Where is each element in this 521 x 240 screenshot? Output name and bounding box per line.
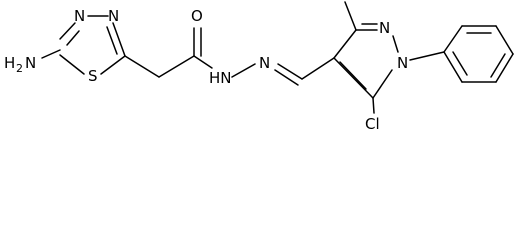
- bond-ch-pyrazole: [301, 57, 335, 80]
- bond-c5-cl: [372, 97, 375, 114]
- bond-n-ch-double-2: [274, 69, 299, 86]
- bond-c4-c3: [333, 29, 357, 59]
- acetohydrazide-chain: [124, 27, 256, 78]
- bond-nh-n: [231, 63, 256, 78]
- bond-c2-ch2: [124, 55, 160, 78]
- atom-o-carbonyl: O: [191, 7, 203, 25]
- atom-s-thiadiazole: S: [88, 67, 98, 85]
- atom-hn-hydrazide: HN: [209, 69, 232, 87]
- atom-h2-subscript: 2: [16, 62, 23, 75]
- bond-methyl: [344, 1, 357, 31]
- bond-ph-3: [495, 25, 514, 55]
- bond-ph-inner-3: [452, 51, 468, 76]
- bond-n-ch-double-1: [277, 63, 303, 80]
- bond-ch2-co: [158, 55, 195, 78]
- bond-n3-c2-double: [106, 26, 118, 55]
- bond-ph-6: [443, 51, 463, 83]
- bond-n3-c2: [112, 22, 126, 57]
- bond-c5-n4-double: [66, 30, 80, 46]
- bond-n1-c5: [372, 69, 393, 99]
- bond-ph-1: [443, 25, 463, 53]
- phenyl-ring: [409, 25, 514, 83]
- chemical-structure-diagram: N N H 2 N S O HN N N N Cl: [4, 1, 514, 133]
- bond-n2-n1: [392, 35, 399, 53]
- bond-co-nh: [193, 55, 213, 69]
- bond-ph-4: [495, 53, 514, 83]
- bond-n1-ph: [409, 51, 445, 61]
- thiadiazole-ring: [59, 15, 126, 75]
- bond-ph-inner-2: [490, 53, 506, 78]
- atom-n-thiadiazole-4: N: [74, 7, 85, 25]
- imine-linker: [274, 57, 335, 86]
- atom-n-thiadiazole-3: N: [108, 7, 119, 25]
- pyrazole-ring: [333, 23, 399, 99]
- atom-n-pyrazole-1: N: [397, 54, 408, 72]
- bond-c2-s1: [100, 55, 126, 75]
- atom-cl: Cl: [365, 115, 380, 133]
- bond-c5-c4: [333, 57, 374, 99]
- atom-n-amino: N: [25, 54, 36, 72]
- bond-s1-c5: [59, 54, 85, 75]
- bond-c5-nh2: [41, 49, 61, 59]
- bond-c5-n4: [59, 22, 76, 40]
- atom-n-pyrazole-2: N: [379, 19, 390, 37]
- bond-c5-c4-double: [339, 61, 367, 90]
- atom-n-imine: N: [259, 54, 270, 72]
- atom-h-amino: H: [4, 54, 15, 72]
